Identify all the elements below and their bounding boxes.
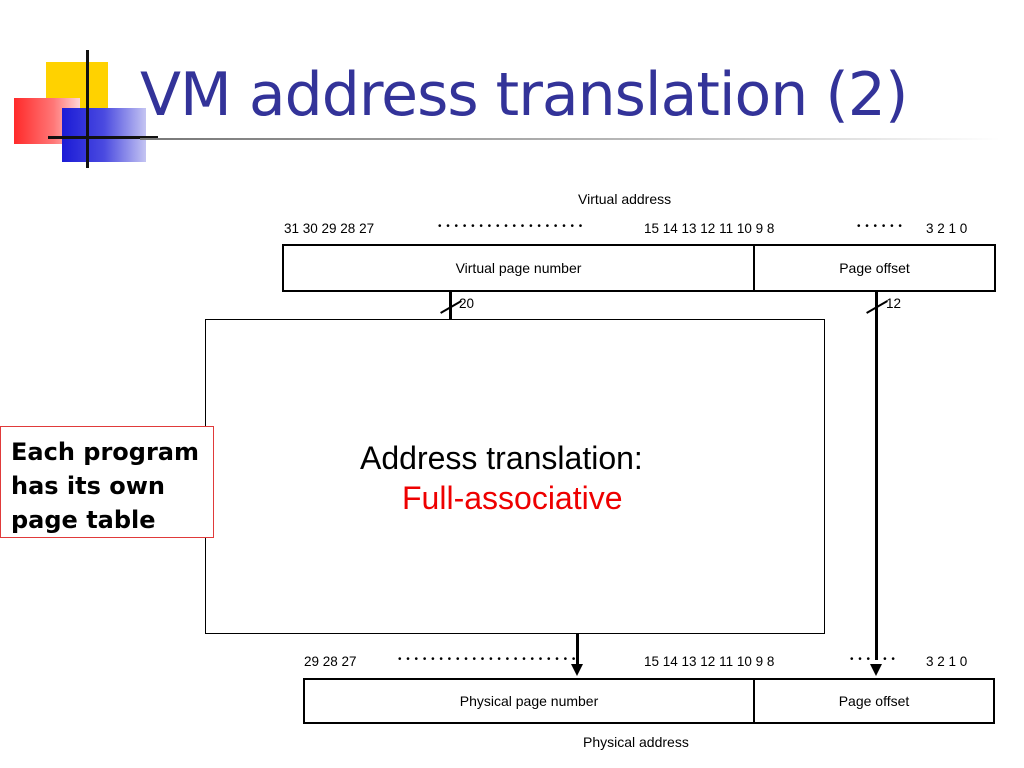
ppn-arrow-head (571, 664, 583, 676)
virtual-bits-dots-left: • • • • • • • • • • • • • • • • • • (438, 221, 584, 232)
callout-text: Each program has its own page table (11, 435, 199, 537)
decor-blue-square (62, 108, 146, 162)
full-associative-label: Full-associative (402, 480, 623, 516)
decor-vertical-line (86, 50, 89, 168)
callout-line-2: has its own (11, 472, 166, 500)
decor-horizontal-line (48, 136, 158, 139)
physical-page-offset-field: Page offset (753, 678, 995, 724)
page-table-callout: Each program has its own page table (0, 426, 214, 538)
virtual-bits-mid: 15 14 13 12 11 10 9 8 (644, 221, 775, 236)
virtual-address-caption: Virtual address (578, 191, 672, 207)
physical-page-offset-label: Page offset (838, 693, 910, 709)
physical-page-number-field: Physical page number (303, 678, 755, 724)
virtual-page-offset-field: Page offset (753, 244, 996, 292)
physical-address-caption: Physical address (583, 734, 689, 750)
address-translation-box (205, 319, 825, 634)
virtual-bits-right: 3 2 1 0 (926, 221, 968, 236)
virtual-page-number-field: Virtual page number (282, 244, 755, 292)
physical-bits-left: 29 28 27 (304, 654, 357, 669)
vpn-width-label: 20 (459, 296, 475, 311)
virtual-page-offset-label: Page offset (839, 260, 910, 276)
callout-line-3: page table (11, 506, 156, 534)
address-translation-heading: Address translation: (360, 440, 643, 476)
virtual-bits-dots-right: • • • • • • (857, 221, 903, 232)
slide-title: VM address translation (2) (140, 60, 908, 130)
title-underline (140, 138, 1000, 140)
physical-bits-dots-right: • • • • • • (850, 654, 896, 665)
callout-line-1: Each program (11, 438, 199, 466)
ppn-line (576, 632, 579, 666)
physical-bits-right: 3 2 1 0 (926, 654, 968, 669)
offset-arrow-head (870, 664, 882, 676)
physical-bits-dots-left: • • • • • • • • • • • • • • • • • • • • … (398, 654, 577, 665)
physical-bits-mid: 15 14 13 12 11 10 9 8 (644, 654, 775, 669)
virtual-page-number-label: Virtual page number (455, 260, 582, 276)
physical-page-number-label: Physical page number (459, 693, 599, 709)
virtual-bits-left: 31 30 29 28 27 (284, 221, 375, 236)
offset-line (875, 292, 878, 660)
offset-width-label: 12 (886, 296, 902, 311)
